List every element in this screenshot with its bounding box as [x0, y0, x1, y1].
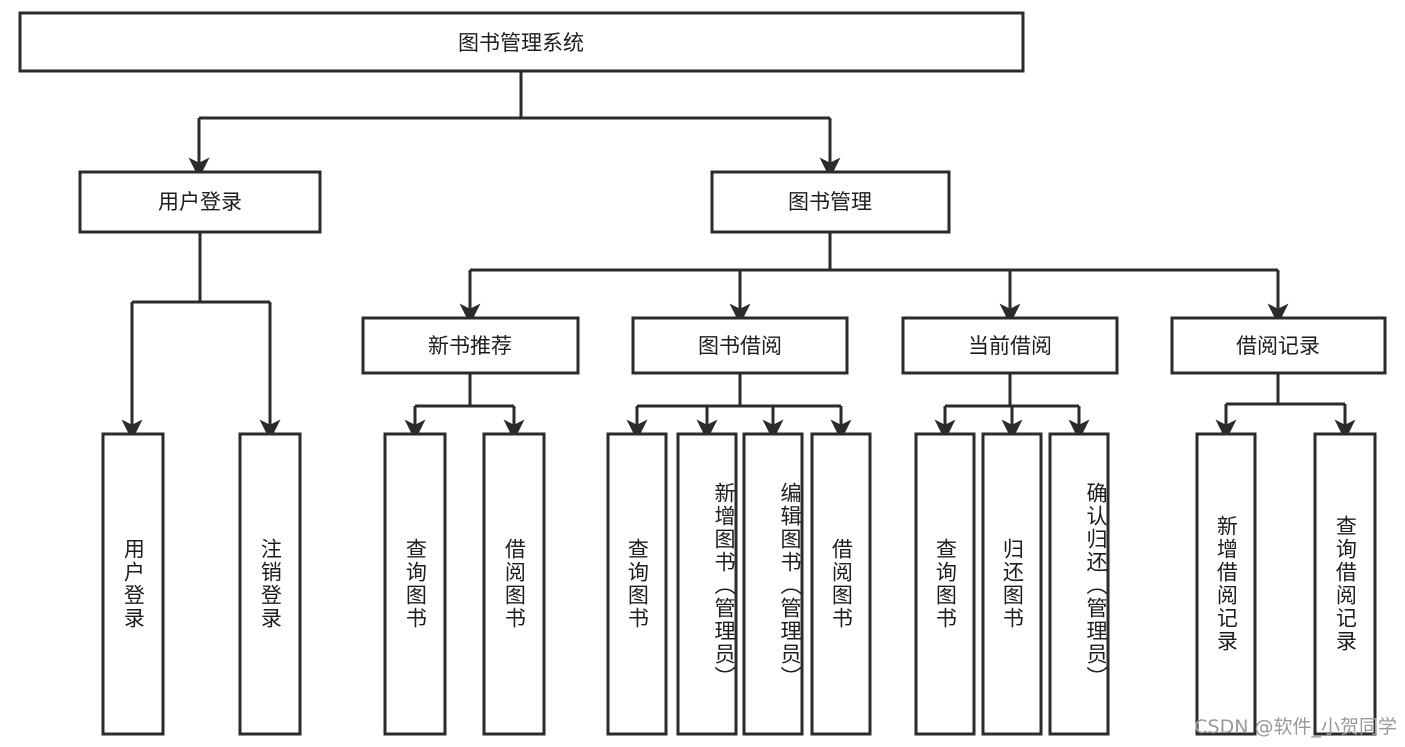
edge-group-new-books	[404, 373, 525, 441]
node-borrow-records-box[interactable]	[1170, 316, 1387, 375]
node-root[interactable]: 图书管理系统	[18, 11, 1025, 73]
leaf-box-logout[interactable]	[238, 432, 302, 736]
leaf-box-query-books-borrow[interactable]	[606, 432, 668, 736]
edge-group-current	[934, 373, 1090, 441]
node-borrow-records-label: 借阅记录	[1236, 334, 1320, 358]
leaf-box-borrow-books-new[interactable]	[482, 432, 546, 736]
edge-group-root	[188, 71, 841, 179]
leaf-box-user-login[interactable]	[101, 432, 165, 736]
edge-group-borrow	[626, 373, 852, 441]
node-borrow-records[interactable]: 借阅记录	[1170, 316, 1387, 375]
leaf-box-query-books-current[interactable]	[914, 432, 976, 736]
node-root-label: 图书管理系统	[458, 31, 584, 55]
leaf-box-add-book-admin[interactable]	[676, 432, 738, 736]
leaf-box-edit-book-admin[interactable]	[742, 432, 804, 736]
csdn-watermark: CSDN @软件_小贺同学	[1194, 716, 1397, 738]
node-user-login-label: 用户登录	[158, 190, 242, 214]
leaf-box-confirm-return-admin[interactable]	[1048, 432, 1110, 736]
node-book-mgmt[interactable]: 图书管理	[710, 170, 951, 234]
node-new-books-label: 新书推荐	[428, 334, 512, 358]
node-borrow[interactable]: 图书借阅	[631, 316, 849, 375]
node-current-borrow[interactable]: 当前借阅	[901, 316, 1119, 375]
leaf-box-borrow-book[interactable]	[810, 432, 872, 736]
leaf-box-add-record[interactable]	[1195, 432, 1257, 736]
edge-group-book-mgmt	[459, 232, 1289, 325]
node-book-mgmt-label: 图书管理	[788, 190, 872, 214]
leaf-box-query-record[interactable]	[1313, 432, 1377, 736]
node-current-borrow-box[interactable]	[901, 316, 1119, 375]
node-new-books-box[interactable]	[361, 316, 580, 375]
node-user-login[interactable]: 用户登录	[78, 170, 322, 234]
leaf-box-query-books-new[interactable]	[383, 432, 447, 736]
edge-group-records	[1215, 373, 1356, 441]
node-new-books[interactable]: 新书推荐	[361, 316, 580, 375]
node-book-mgmt-box[interactable]	[710, 170, 951, 234]
node-root-box[interactable]	[18, 11, 1025, 73]
node-user-login-box[interactable]	[78, 170, 322, 234]
node-borrow-label: 图书借阅	[698, 334, 782, 358]
node-current-borrow-label: 当前借阅	[968, 334, 1052, 358]
leaf-box-return-book[interactable]	[981, 432, 1043, 736]
edge-group-user-login	[121, 232, 281, 441]
node-borrow-box[interactable]	[631, 316, 849, 375]
